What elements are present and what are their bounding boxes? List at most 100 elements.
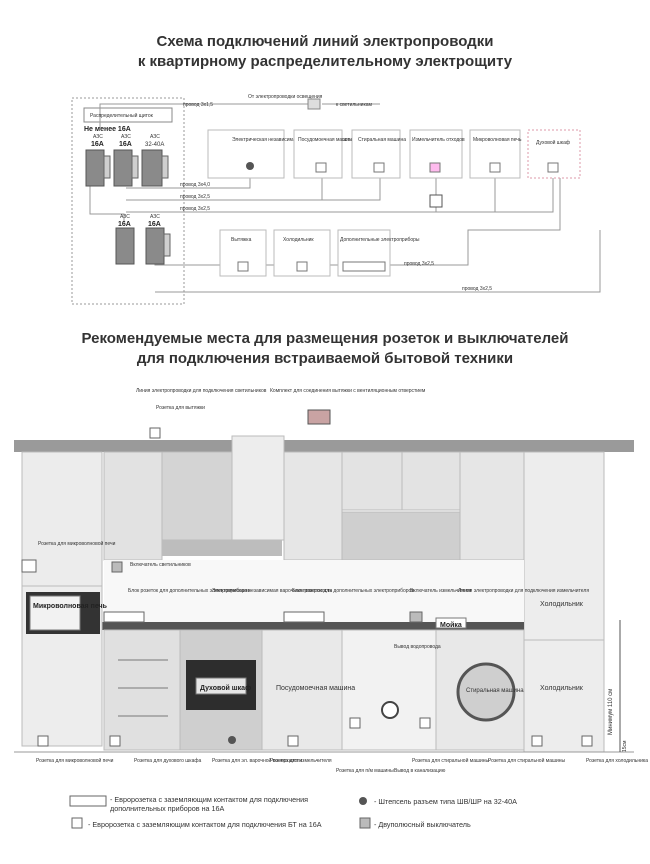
socket-icon: [429, 162, 441, 173]
panel-min: Не менее 16А: [84, 126, 131, 133]
wiring-scheme: [71, 97, 601, 305]
appliances-top: Электрическая независимая варочная повер…: [207, 129, 581, 208]
label-line-lights: Линия электропроводки для подключения св…: [136, 388, 267, 394]
svg-text:Стиральная машина: Стиральная машина: [358, 137, 406, 143]
label-extra-block: Блок розеток для дополнительных электроп…: [128, 588, 250, 594]
svg-text:Розетка для стиральной машины: Розетка для стиральной машины: [412, 757, 490, 764]
countertop: [100, 622, 524, 630]
svg-text:16А: 16А: [91, 141, 104, 148]
svg-text:Измельчитель отходов: Измельчитель отходов: [412, 137, 465, 143]
svg-text:Розетка для холодильника: Розетка для холодильника: [586, 758, 648, 764]
drain-icon: [381, 701, 399, 719]
switch-icon: [429, 194, 443, 208]
label-washer: Стиральная машина: [466, 688, 524, 694]
label-dishwasher: Посудомоечная машина: [276, 685, 355, 692]
socket-icon: [489, 162, 501, 173]
legend-socket-block-icon: [69, 795, 107, 807]
label-light-switch: Включатель светильников: [130, 562, 191, 568]
wire-label-5: провод 3х2,5: [404, 261, 434, 267]
dishwasher: [261, 629, 343, 751]
label-hood-kit: Комплект для соединения вытяжки с вентил…: [270, 388, 426, 394]
label-fridge: Холодильник: [540, 601, 584, 608]
plug-icon: [246, 162, 254, 170]
switch-icon: [111, 561, 123, 573]
label-oven: Духовой шкаф: [200, 684, 251, 692]
label-grinder-line: Линия электропроводки для подключения из…: [458, 588, 589, 594]
socket-icon: [547, 162, 559, 173]
legend-3: - Евророзетка с заземляющим контактом дл…: [88, 820, 322, 829]
svg-text:АЗС: АЗС: [150, 134, 160, 140]
sink: [435, 617, 467, 629]
wire-label-4: провод 3х2,5: [180, 206, 210, 212]
label-sink: Мойка: [440, 621, 462, 629]
svg-text:16А: 16А: [148, 221, 161, 228]
breakers-bottom: АЗС 16А АЗС 16А: [115, 214, 171, 265]
socket-icon: [149, 427, 161, 439]
legend-2: - Штепсель разъем типа ШВ/ШР на 32-40А: [374, 797, 517, 806]
rec-title-line2: для подключения встраиваемой бытовой тех…: [136, 350, 514, 367]
svg-text:32-40А: 32-40А: [145, 142, 164, 148]
svg-text:Посудомоечная машина: Посудомоечная машина: [298, 137, 355, 143]
legend-4: - Двуполюсный выключатель: [374, 820, 471, 829]
svg-text:Микроволновая печь: Микроволновая печь: [33, 603, 108, 610]
svg-text:Розетка для стиральной машины: Розетка для стиральной машины: [488, 757, 566, 764]
socket-icon: [373, 162, 385, 173]
socket-block-icon: [283, 611, 325, 623]
diagram-title-line2: к квартирному распределительному электро…: [137, 53, 513, 70]
svg-text:АЗС: АЗС: [150, 214, 160, 220]
label-micro-socket: Розетка для микроволновой печи: [38, 540, 116, 547]
label-hob: Электрическая независимая варочная повер…: [212, 588, 332, 594]
wire-label-2: провод 3х4,0: [180, 182, 210, 188]
svg-text:АЗС: АЗС: [93, 134, 103, 140]
label-min-height: Минимум 110 см: [608, 689, 614, 735]
svg-text:16А: 16А: [118, 221, 131, 228]
hood-duct: [231, 435, 285, 541]
label-hood-socket: Розетка для вытяжки: [156, 405, 205, 411]
wire-label-3: провод 3х2,5: [180, 194, 210, 200]
socket-icon: [21, 559, 37, 573]
switch-icon: [409, 611, 423, 623]
wire-label-1: провод 3х1,5: [183, 102, 213, 108]
diagram-title-line1: Схема подключений линий электропроводки: [156, 33, 494, 50]
legend-1: - Евророзетка с заземляющим контактом дл…: [110, 795, 309, 813]
appliances-bottom: Вытяжка Холодильник Дополнительные элект…: [219, 229, 420, 277]
legend-socket-icon: [71, 817, 83, 829]
svg-text:Розетка для измельчителя: Розетка для измельчителя: [270, 758, 332, 764]
hood-kit: [307, 409, 331, 425]
rec-title-line1: Рекомендуемые места для размещения розет…: [81, 330, 569, 347]
socket-icon: [315, 162, 327, 173]
svg-text:АЗС: АЗС: [120, 214, 130, 220]
breaker-2: АЗС 16А: [113, 134, 139, 187]
to-lights: к светильникам: [336, 102, 373, 108]
label-extra-block-2: Блок розеток для дополнительных электроп…: [292, 588, 414, 594]
label-fridge-2: Холодильник: [540, 685, 584, 692]
bottom-socket-labels: Розетка для микроволновой печи Розетка д…: [36, 757, 648, 774]
svg-text:Дополнительные электроприборы: Дополнительные электроприборы: [340, 237, 420, 243]
label-15cm: 15см: [622, 740, 628, 752]
legend-plug-icon: [359, 797, 367, 805]
label-sewer-out: Вывод в канализацию: [394, 768, 446, 774]
breaker-1: АЗС 16А: [85, 134, 111, 187]
panel-border: [71, 97, 185, 305]
svg-text:Розетка для п/м машины: Розетка для п/м машины: [336, 768, 394, 774]
kitchen-illustration: Микроволновая печь: [14, 409, 634, 753]
svg-text:Электрическая независимая варо: Электрическая независимая варочная повер…: [232, 137, 352, 143]
svg-text:Розетка для эл. варочной повер: Розетка для эл. варочной поверхности: [212, 757, 302, 764]
top-cornice: [14, 440, 634, 452]
legend-switch-icon: [359, 817, 371, 829]
svg-text:Холодильник: Холодильник: [283, 237, 314, 243]
socket-block-icon: [342, 261, 386, 272]
wire-label-6: провод 3х2,5: [462, 286, 492, 292]
svg-text:Розетка для микроволновой печи: Розетка для микроволновой печи: [36, 757, 114, 764]
label-water-out: Вывод водопровода: [394, 644, 441, 650]
breaker-3: АЗС 32-40А: [141, 134, 169, 187]
svg-text:Розетка для духового шкафа: Розетка для духового шкафа: [134, 758, 201, 764]
fridge-column: [523, 451, 605, 753]
svg-text:АЗС: АЗС: [121, 134, 131, 140]
label-grinder-switch: Включатель измельчителя: [410, 588, 472, 594]
svg-text:Микроволновая печь: Микроволновая печь: [473, 137, 522, 143]
svg-text:Духовой шкаф: Духовой шкаф: [536, 139, 570, 146]
svg-text:Вытяжка: Вытяжка: [231, 237, 252, 243]
panel-name: Распределительный щиток: [90, 112, 154, 119]
